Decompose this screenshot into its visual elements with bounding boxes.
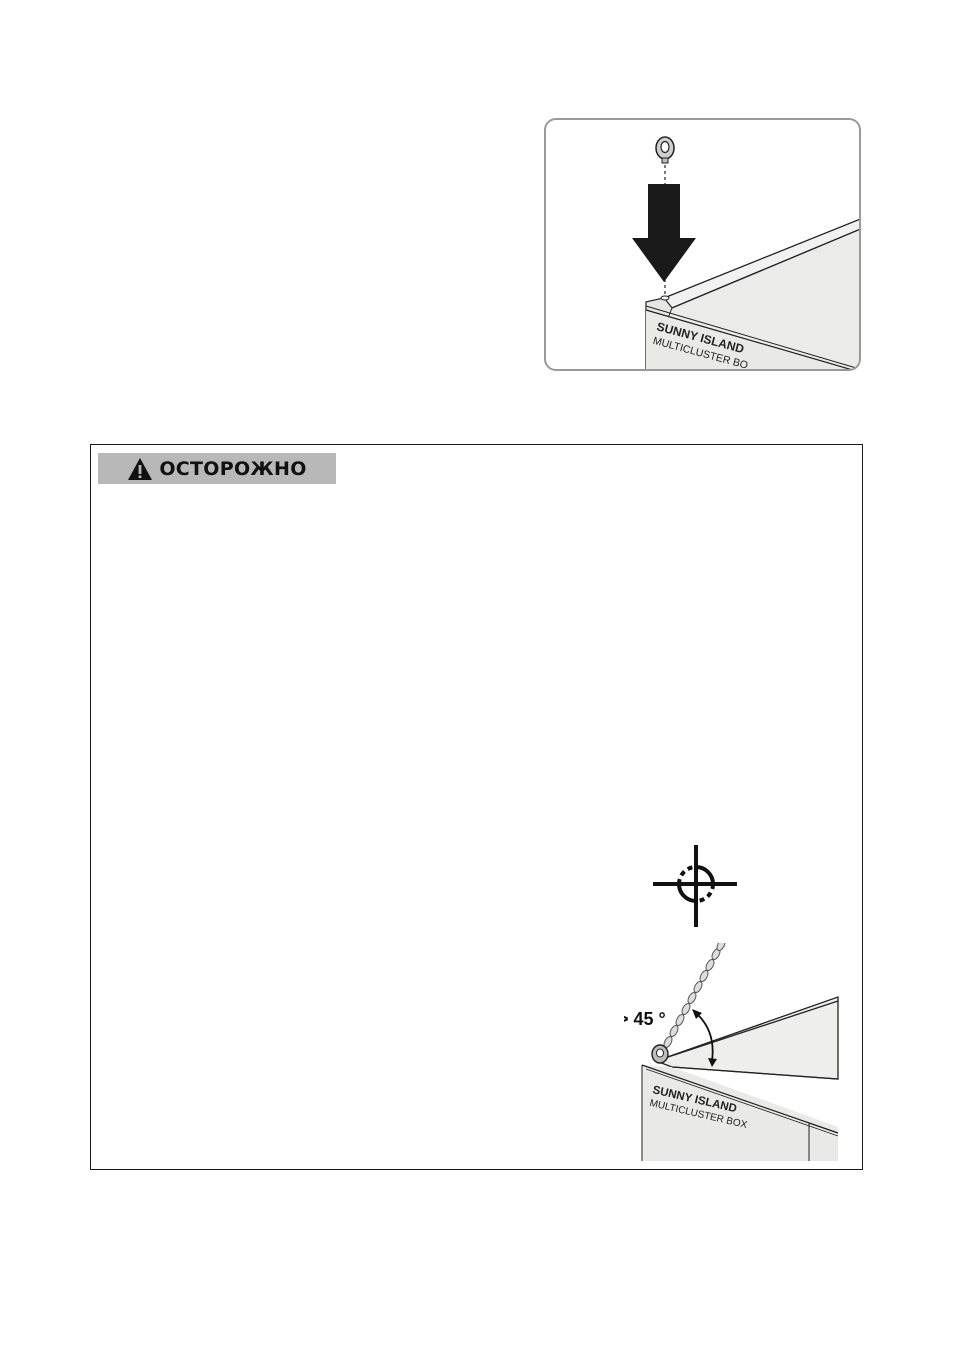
angle-arc-icon: [692, 1009, 717, 1067]
eye-bolt-illustration: SUNNY ISLAND MULTICLUSTER BO: [544, 118, 861, 371]
angle-label: > 45 °: [624, 1009, 666, 1029]
enclosure-seam-top: [808, 1122, 839, 1134]
enclosure-top-edge: [655, 1000, 839, 1062]
down-arrow-icon: [632, 184, 696, 282]
warning-triangle-icon: [128, 457, 153, 480]
warning-header: ОСТОРОЖНО: [98, 453, 336, 484]
enclosure-front-edge-2: [645, 1068, 839, 1137]
eye-bolt-icon: [655, 136, 675, 164]
enclosure-front-edge: [641, 1064, 839, 1134]
enclosure-side-edge: [671, 1066, 839, 1080]
chain-icon: [663, 943, 726, 1049]
enclosure-drawing: SUNNY ISLAND MULTICLUSTER BO: [632, 136, 859, 369]
enclosure-front-top-edge: [645, 309, 852, 369]
warning-box: ОСТОРОЖНО: [90, 444, 863, 1170]
center-of-gravity-icon: [653, 845, 737, 927]
lifting-angle-illustration: > 45 ° SUNNY ISLAND MULTICLUSTER BOX: [624, 943, 839, 1161]
eye-bolt-icon: [651, 1044, 669, 1064]
bolt-hole: [660, 295, 670, 301]
warning-label: ОСТОРОЖНО: [159, 457, 307, 480]
enclosure-front-edge: [645, 305, 859, 369]
enclosure-front-face: [642, 1065, 838, 1161]
